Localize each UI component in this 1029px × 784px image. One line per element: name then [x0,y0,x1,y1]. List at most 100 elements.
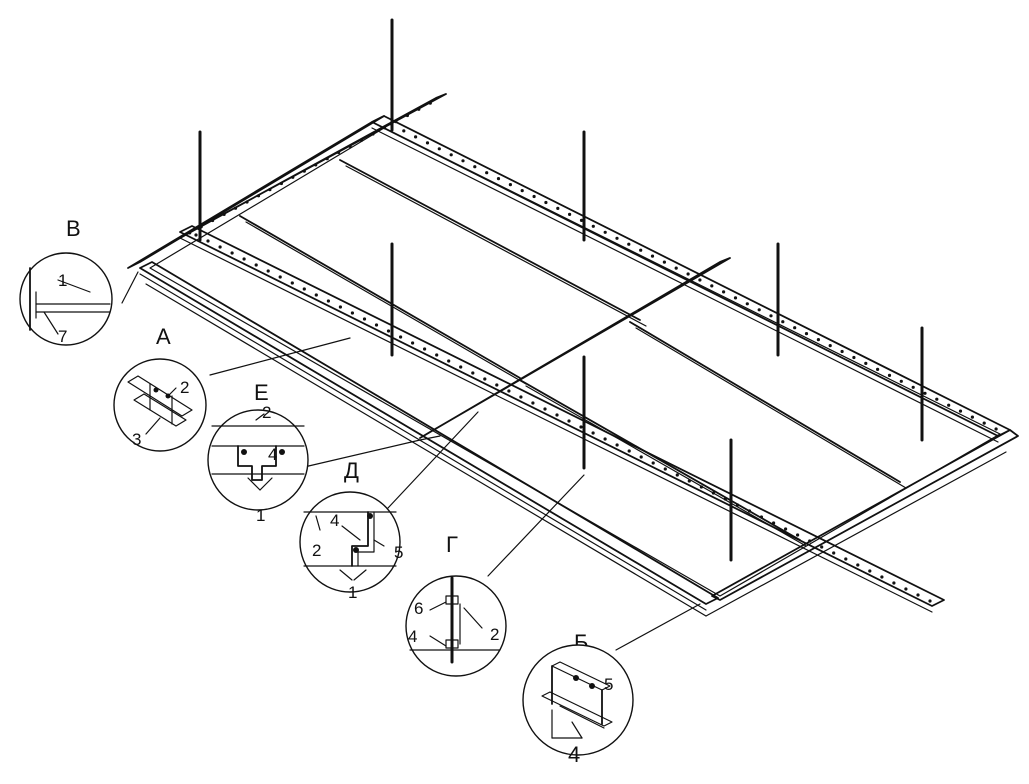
perforation-hole [880,575,884,579]
perforation-hole [928,599,932,603]
perforation-hole [603,437,607,441]
detail-e-label-4: 4 [268,445,277,464]
perforation-hole [218,245,222,249]
perforation-hole [230,251,234,255]
ceiling-structure [127,18,1019,617]
detail-v-label-7: 7 [58,327,67,346]
detail-d-label-1: 1 [348,583,357,602]
perforation-hole [674,266,678,270]
detail-d: Д 4 2 5 1 [299,458,403,602]
perforation-hole [892,581,896,585]
perforation-hole [662,260,667,264]
perforation-hole [435,353,439,357]
perforation-hole [579,218,584,222]
detail-g-label-6: 6 [414,599,423,618]
perforation-hole [808,539,812,543]
perforation-hole [544,200,548,205]
perforation-hole [199,225,203,229]
perforation-hole [958,409,963,413]
perforation-hole [449,153,453,157]
perforation-hole [519,395,523,399]
perforation-hole [856,563,860,567]
perforation-hole [555,413,559,417]
detail-a: А 2 3 [113,324,207,452]
perforation-hole [603,230,607,234]
perforation-hole [242,257,246,261]
detail-e: Е 2 4 1 [207,380,309,525]
perforation-hole [290,281,294,285]
perforation-hole [828,344,832,348]
perforation-hole [206,239,210,243]
perforation-hole [291,175,295,179]
perforation-hole [970,415,975,419]
perforation-hole [483,377,487,381]
perforation-hole [639,455,643,459]
perforation-hole [591,224,595,228]
perforation-hole [405,113,409,118]
perforation-hole [254,263,258,267]
perforation-hole [982,421,986,425]
detail-e-letter: Е [254,380,269,405]
perforation-hole [710,284,714,288]
detail-g-label-4: 4 [408,627,417,646]
perforation-hole [864,361,868,365]
perforation-hole [256,194,261,198]
perforation-hole [844,557,848,561]
perforation-hole [222,212,226,216]
perforation-hole [278,275,282,279]
perforation-hole [567,419,571,423]
perforation-hole [279,181,283,186]
perforation-hole [935,397,939,401]
perforation-hole [374,323,379,327]
perforation-hole [639,248,643,252]
perforation-hole [651,461,655,465]
perforation-hole [314,293,318,297]
detail-v: В 1 7 [19,216,113,346]
perforation-hole [820,545,824,549]
perforation-hole [663,467,667,471]
perforation-hole [325,157,329,161]
perforation-hole [302,287,306,291]
detail-a-label-2: 2 [180,378,189,397]
perforation-hole [266,269,270,273]
perforation-hole [591,431,595,435]
perforation-hole [615,236,619,240]
detail-v-label-1: 1 [58,271,67,290]
perforation-hole [326,299,330,303]
perforation-hole [686,272,690,276]
perforation-hole [796,533,800,537]
perforation-hole [211,218,215,223]
perforation-hole [425,141,430,145]
perforation-hole [337,150,341,155]
perforation-hole [350,311,354,315]
perforation-hole [840,349,844,354]
perforation-hole [386,329,391,333]
perforation-hole [402,129,406,133]
detail-d-label-2: 2 [312,541,321,560]
perforation-hole [784,527,788,531]
perforation-hole [423,347,427,351]
detail-e-label-2: 2 [262,403,271,422]
perforation-hole [994,427,998,431]
leader-lines [121,271,701,651]
perforation-hole [733,296,738,300]
detail-a-label-3: 3 [132,430,141,449]
perforation-hole [338,305,342,309]
perforation-hole [816,338,821,342]
detail-b-label-5: 5 [604,675,613,694]
detail-g: Г 6 4 2 [405,532,507,677]
perforation-hole [394,120,398,124]
perforation-hole [868,569,872,573]
perforation-hole [496,177,501,181]
perforation-hole [899,379,903,383]
detail-d-label-4: 4 [330,511,339,530]
perforation-hole [904,587,908,591]
perforation-hole [485,171,489,175]
perforation-hole [675,473,679,477]
perforation-hole [532,194,536,199]
perforation-hole [508,183,512,187]
perforation-hole [233,206,238,210]
perforation-hole [314,163,318,167]
detail-d-letter: Д [344,458,359,483]
